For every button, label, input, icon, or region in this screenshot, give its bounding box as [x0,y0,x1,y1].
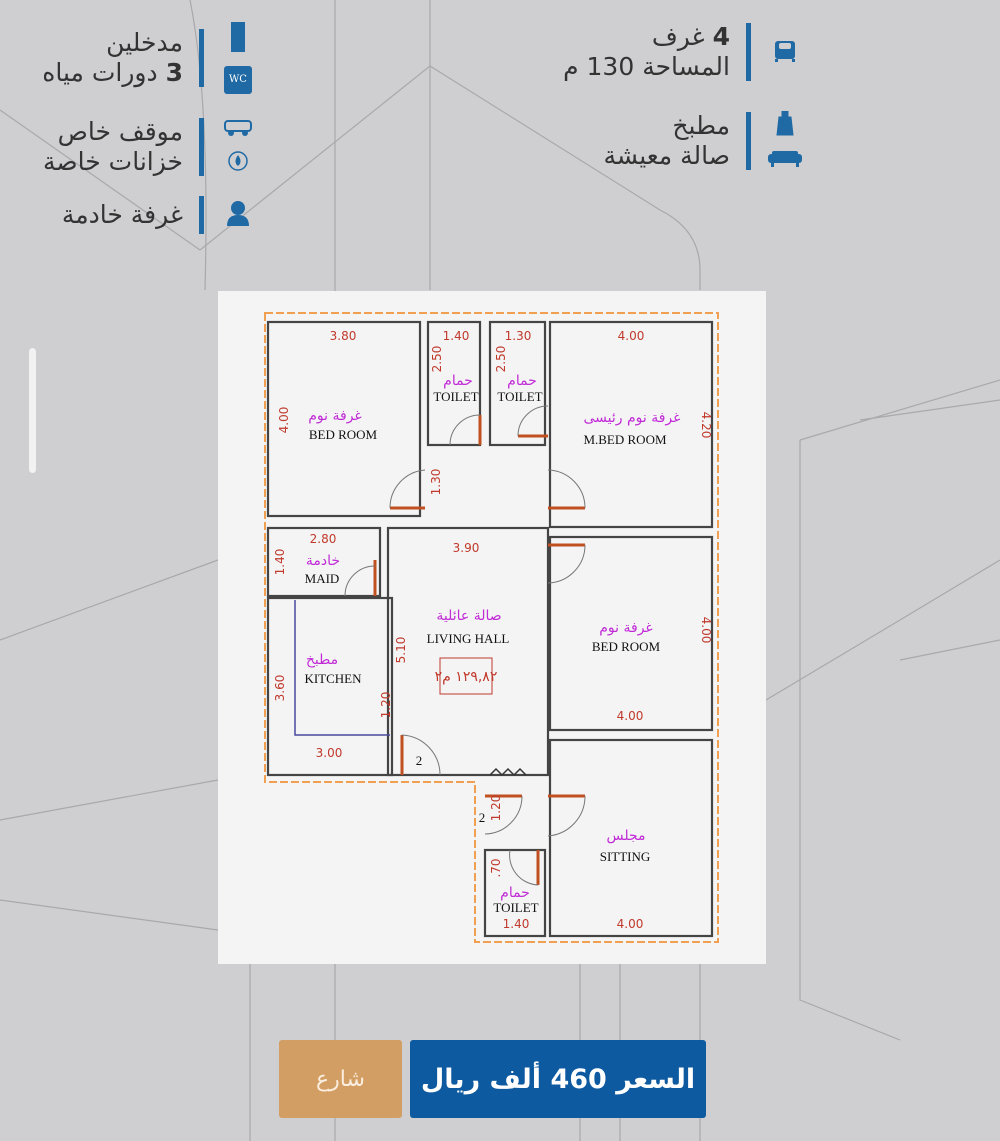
label-bedroom1-ar: غرفة نوم [308,408,362,424]
room-toilet2 [488,320,547,447]
dim-toilet3-height: .70 [489,858,503,877]
label-total-area: ١٢٩,٨٢ م٢ [435,669,498,685]
price-prefix: السعر [616,1063,696,1095]
rooms-label: غرف [651,22,705,51]
label-kitchen-ar: مطبخ [306,652,338,668]
room-toilet1 [426,320,482,447]
wc-icon: WC [224,66,252,94]
label-sitting-en: SITTING [600,849,651,864]
label-kitchen-en: KITCHEN [304,671,362,686]
living-label: صالة معيشة [603,141,730,170]
room-bedroom1 [266,320,422,518]
sofa-icon [768,151,802,171]
dim-bedroom1-width: 3.80 [330,329,357,343]
dim-bedroom3-width: 4.00 [617,709,644,723]
label-toilet1-ar: حمام [443,373,473,389]
price-value: 460 [550,1063,607,1095]
wc-label: دورات مياه [42,58,158,87]
share-street-button[interactable]: شارع [279,1040,402,1118]
label-bedroom1-en: BED ROOM [309,427,378,442]
dim-toilet3-width: 1.40 [503,917,530,931]
label-toilet2-en: TOILET [497,389,542,404]
dim-master-height: 4.20 [699,412,713,439]
dim-living-height: 5.10 [394,637,408,664]
scrollbar[interactable] [29,348,36,473]
door-mark: 2 [416,753,423,768]
tanks-label: خزانات خاصة [43,147,183,176]
room-bedroom3 [548,535,714,732]
label-maid-en: MAID [305,571,340,586]
person-icon [226,200,250,230]
room-living [386,526,550,777]
label-maid-ar: خادمة [306,553,340,569]
dim-toilet2-width: 1.30 [505,329,532,343]
dim-bedroom1-height: 4.00 [277,407,291,434]
dim-entry: 1.20 [489,795,503,822]
dim-bedroom3-height: 4.00 [699,617,713,644]
parking-label: موقف خاص [57,117,183,146]
dim-living-width: 3.90 [453,541,480,555]
room-kitchen [266,596,394,777]
label-living-ar: صالة عائلية [436,608,501,624]
label-toilet1-en: TOILET [433,389,478,404]
bed-icon [772,37,798,67]
room-master-bedroom [548,320,714,529]
label-sitting-ar: مجلس [606,828,645,844]
dim-toilet1-height: 2.50 [430,346,444,373]
label-master-en: M.BED ROOM [583,432,667,447]
dim-sitting-width: 4.00 [617,917,644,931]
label-bedroom3-ar: غرفة نوم [599,620,653,636]
door-icon [231,22,245,56]
label-toilet3-ar: حمام [500,885,530,901]
share-label: شارع [316,1066,365,1092]
label-living-en: LIVING HALL [427,631,510,646]
label-toilet2-ar: حمام [507,373,537,389]
rooms-count: 4 [712,22,730,51]
car-icon [223,119,253,141]
maid-label: غرفة خادمة [61,200,183,229]
dim-toilet2-height: 2.50 [494,346,508,373]
dim-corridor: 1.30 [429,469,443,496]
dim-toilet1-width: 1.40 [443,329,470,343]
floor-plan: 3.80 4.00 غرفة نوم BED ROOM 1.40 2.50 حم… [218,291,766,964]
room-maid [266,526,382,598]
water-drop-icon [228,151,248,175]
label-toilet3-en: TOILET [493,900,538,915]
label-bedroom3-en: BED ROOM [592,639,661,654]
price-suffix: ألف ريال [420,1063,542,1095]
label-master-ar: غرفة نوم رئيسى [584,410,681,426]
dim-kitchen-width: 3.00 [316,746,343,760]
price-button[interactable]: السعر 460 ألف ريال [410,1040,706,1118]
apron-icon [775,111,795,141]
feature-maid-room: غرفة خادمة [62,196,258,234]
kitchen-label: مطبخ [672,111,730,140]
dim-maid-height: 1.40 [273,549,287,576]
wc-count: 3 [165,58,183,87]
dim-master-width: 4.00 [618,329,645,343]
room-sitting [548,738,714,938]
dim-kitchen-height2: 1.20 [379,692,393,719]
area-label: المساحة 130 م [563,52,730,81]
entrances-label: مدخلين [106,28,183,57]
room-toilet3 [483,848,547,938]
door-mark: 2 [479,810,486,825]
dim-maid-width: 2.80 [310,532,337,546]
dim-kitchen-height: 3.60 [273,675,287,702]
